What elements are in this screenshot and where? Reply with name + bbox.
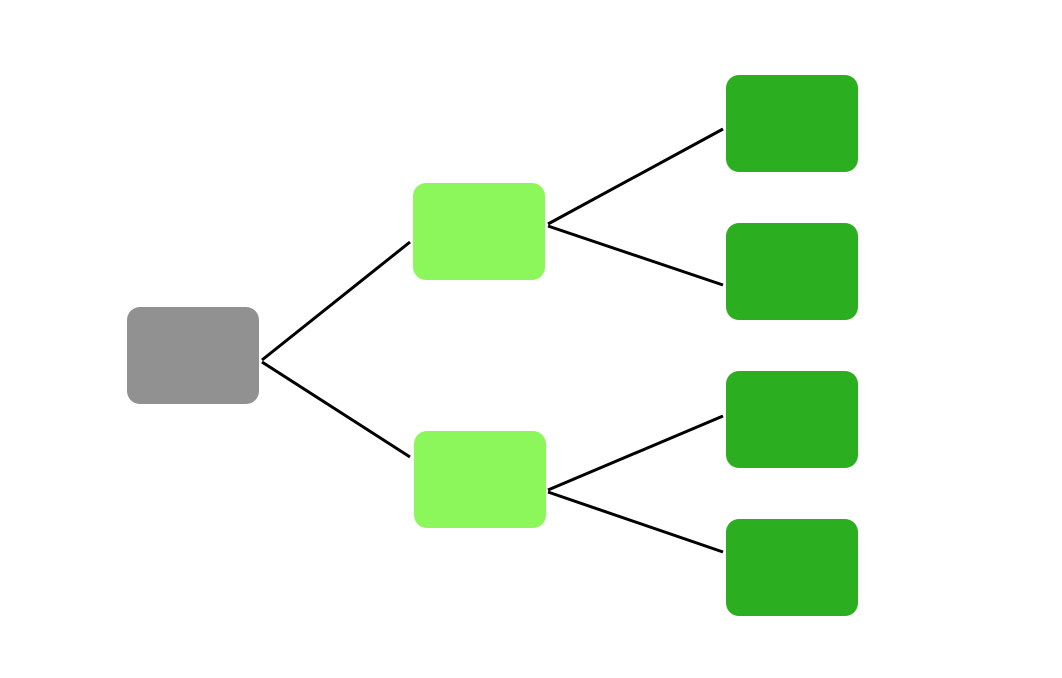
edge-mid-top-to-leaf-1 <box>547 127 724 226</box>
edge-root-to-mid-top <box>261 240 411 362</box>
edge-mid-top-to-leaf-2 <box>547 224 724 287</box>
edge-mid-bottom-to-leaf-4 <box>547 490 724 554</box>
leaf-node-4 <box>726 519 858 616</box>
leaf-node-1 <box>726 75 858 172</box>
leaf-node-2 <box>726 223 858 320</box>
mid-node-top <box>413 183 545 280</box>
root-node <box>127 307 259 404</box>
mid-node-bottom <box>414 431 546 528</box>
edge-root-to-mid-bottom <box>261 360 411 459</box>
leaf-node-3 <box>726 371 858 468</box>
edge-mid-bottom-to-leaf-3 <box>547 414 724 492</box>
